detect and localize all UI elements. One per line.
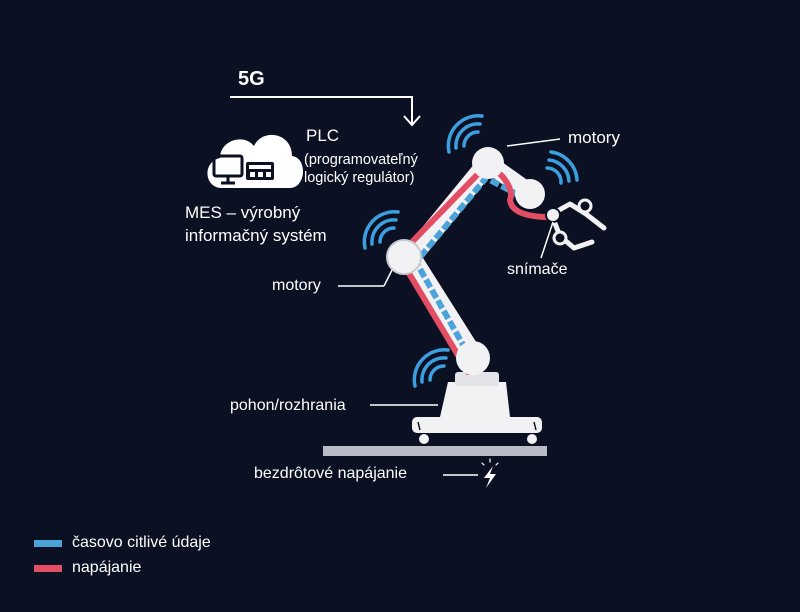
plc-subtitle: (programovateľný logický regulátor) xyxy=(304,151,418,187)
mes-label: MES – výrobný informačný systém xyxy=(185,201,327,247)
plc-subtitle-line1: (programovateľný xyxy=(304,152,418,168)
plc-title: PLC xyxy=(306,126,340,145)
monitor-icon xyxy=(212,154,244,185)
motors-left-label: motory xyxy=(272,277,321,294)
wifi-icon-wrist xyxy=(545,150,579,185)
robot-base-top xyxy=(455,372,499,386)
wifi-icon-elbow xyxy=(362,210,400,250)
legend-item-data: časovo citlivé údaje xyxy=(34,534,211,552)
gripper-knuckle-bottom xyxy=(552,230,568,246)
wifi-icon-base xyxy=(412,348,450,388)
base-joint xyxy=(456,341,490,375)
plc-device-icon xyxy=(246,162,274,180)
5g-arrow xyxy=(230,96,413,124)
wireless-power-label: bezdrôtové napájanie xyxy=(254,465,408,482)
legend-label-power: napájanie xyxy=(72,559,142,576)
5g-label: 5G xyxy=(238,68,265,90)
wifi-icon-shoulder xyxy=(446,114,484,154)
plc-subtitle-line2: logický regulátor) xyxy=(304,170,415,186)
robot-base-body xyxy=(440,382,510,417)
legend-swatch-data xyxy=(34,539,62,547)
wrist-joint xyxy=(515,179,545,209)
gripper-pivot xyxy=(545,207,561,223)
shoulder-joint xyxy=(472,147,504,179)
gripper xyxy=(549,201,607,251)
legend-item-power: napájanie xyxy=(34,559,141,577)
drive-interface-label: pohon/rozhrania xyxy=(230,397,346,414)
5g-arrowhead xyxy=(403,115,421,127)
leader-motors-top xyxy=(506,138,561,147)
mes-line2: informačný systém xyxy=(185,226,327,245)
lightning-icon xyxy=(481,458,499,488)
legend-label-data: časovo citlivé údaje xyxy=(72,534,211,551)
cloud-icon xyxy=(207,134,304,188)
gripper-knuckle-top xyxy=(577,198,593,214)
mes-line1: MES – výrobný xyxy=(185,203,301,222)
sensors-label: snímače xyxy=(507,261,568,278)
leader-sensors xyxy=(540,221,554,259)
floor-plate xyxy=(323,446,547,456)
motors-top-label: motory xyxy=(568,128,620,147)
robot-base-cart xyxy=(412,417,542,444)
elbow-joint xyxy=(386,239,422,275)
legend-swatch-power xyxy=(34,564,62,572)
leader-motors-left-2 xyxy=(383,269,393,287)
